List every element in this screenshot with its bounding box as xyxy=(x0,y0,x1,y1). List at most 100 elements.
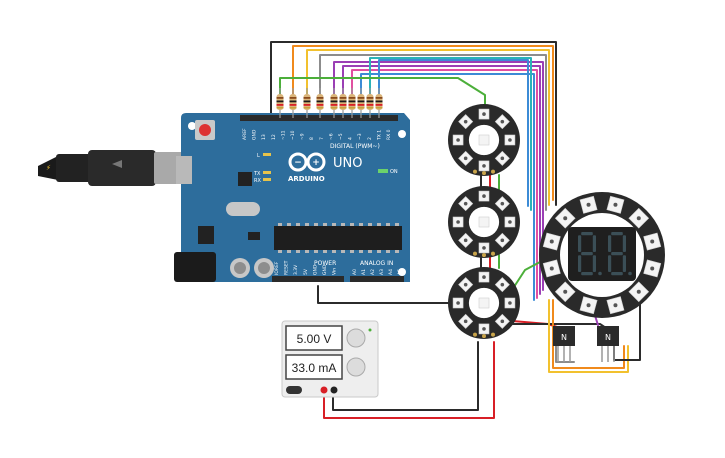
led-rx xyxy=(263,178,271,181)
pin-label: TX 1 xyxy=(376,130,382,141)
display-segment xyxy=(611,232,623,236)
display-segment xyxy=(592,255,596,272)
pin-label: 8 xyxy=(309,137,315,140)
chip-pins xyxy=(278,223,399,253)
pin-label: ~5 xyxy=(338,133,344,140)
wire-yellow-top xyxy=(306,49,550,206)
neopixel-center-led xyxy=(478,134,490,146)
atmega-chip xyxy=(274,226,402,250)
display-segment xyxy=(578,255,582,272)
display-segments xyxy=(578,232,632,276)
chip-pin xyxy=(314,223,318,226)
led-l-label: L xyxy=(257,153,260,159)
arduino-board[interactable]: − + ARDUINO UNO L TX RX ON DIGITAL (PWM~… xyxy=(174,113,410,282)
chip-pin xyxy=(386,223,390,226)
analog-header-label: ANALOG IN xyxy=(360,260,393,267)
svg-text:+: + xyxy=(312,158,320,168)
chip-pin xyxy=(278,250,282,253)
pin-label: ~6 xyxy=(328,133,334,140)
display-segment xyxy=(622,255,626,272)
chip-pin xyxy=(332,250,336,253)
chip-pin xyxy=(350,223,354,226)
pin-label: IOREF xyxy=(274,261,280,275)
pin-label: A1 xyxy=(361,269,367,275)
wire-black-gnd xyxy=(317,285,471,304)
neopixel-ring-2[interactable] xyxy=(448,186,520,258)
chip-pin xyxy=(305,223,309,226)
digital-header[interactable] xyxy=(240,115,398,121)
resistor[interactable] xyxy=(348,88,356,118)
analog-header[interactable] xyxy=(350,276,404,282)
wire-purple-2 xyxy=(342,65,541,295)
voltage-knob[interactable] xyxy=(346,328,366,348)
wire-teal-1 xyxy=(369,57,532,211)
arduino-logo: − + xyxy=(288,152,326,172)
pin-label: A5 xyxy=(397,269,403,275)
negative-terminal[interactable] xyxy=(330,386,338,394)
pin-label: GND xyxy=(312,264,318,275)
resistor[interactable] xyxy=(330,88,338,118)
wire-gray-bottom xyxy=(555,345,575,363)
chip-pin xyxy=(287,223,291,226)
neopixel-rings xyxy=(448,104,520,339)
current-display xyxy=(285,354,343,380)
arduino-logo-text: ARDUINO xyxy=(288,175,325,183)
chip-pin xyxy=(377,250,381,253)
led-on xyxy=(378,169,388,173)
resistor[interactable] xyxy=(289,88,297,118)
pin-label: 4 xyxy=(348,137,354,140)
neopixel-ring-3[interactable] xyxy=(448,267,520,339)
current-knob[interactable] xyxy=(346,357,366,377)
seven-segment-display[interactable] xyxy=(568,227,636,281)
transistor-right-label: N xyxy=(605,333,611,342)
pin-label: A3 xyxy=(379,269,385,275)
chip-pin xyxy=(377,223,381,226)
power-header-label: POWER xyxy=(314,260,336,267)
chip-pin xyxy=(341,223,345,226)
chip-pin xyxy=(305,250,309,253)
led-on-label: ON xyxy=(390,169,398,175)
resistor[interactable] xyxy=(366,88,374,118)
display-segment xyxy=(581,232,593,236)
resistor[interactable] xyxy=(316,88,324,118)
display-segment xyxy=(578,235,582,252)
chip-pin xyxy=(395,250,399,253)
power-header[interactable] xyxy=(272,276,344,282)
chip-pin xyxy=(359,250,363,253)
resistor-array xyxy=(276,88,383,118)
positive-terminal[interactable] xyxy=(320,386,328,394)
chip-pin xyxy=(350,250,354,253)
svg-text:−: − xyxy=(294,158,302,168)
resistor[interactable] xyxy=(276,88,284,118)
wire-gray-top xyxy=(319,54,547,211)
wire-orange-top xyxy=(292,45,554,201)
resistor[interactable] xyxy=(339,88,347,118)
resistor[interactable] xyxy=(357,88,365,118)
chip-pin xyxy=(314,250,318,253)
power-supply[interactable]: 5.00 V 33.0 mA xyxy=(281,320,379,398)
led-tx-label: TX xyxy=(253,171,261,177)
wire-red-psu xyxy=(323,341,495,419)
power-switch[interactable] xyxy=(286,386,302,394)
resistor[interactable] xyxy=(375,88,383,118)
neopixel-center-led xyxy=(478,216,490,228)
chip-pin xyxy=(287,250,291,253)
chip-pin xyxy=(296,250,300,253)
pin-label: 3.3V xyxy=(293,264,299,275)
pin-label: RX 0 xyxy=(386,129,392,140)
pin-label: 7 xyxy=(319,137,325,140)
reset-button[interactable] xyxy=(199,124,211,136)
chip-pin xyxy=(323,250,327,253)
display-segment xyxy=(622,235,626,252)
transistor-right[interactable]: N xyxy=(597,326,619,362)
wire-black-top xyxy=(270,41,557,206)
pin-label: 5V xyxy=(303,268,309,275)
neopixel-ring-1[interactable] xyxy=(448,104,520,176)
resistor[interactable] xyxy=(303,88,311,118)
transistor-left[interactable]: N xyxy=(553,326,575,362)
display-segment xyxy=(608,235,612,252)
